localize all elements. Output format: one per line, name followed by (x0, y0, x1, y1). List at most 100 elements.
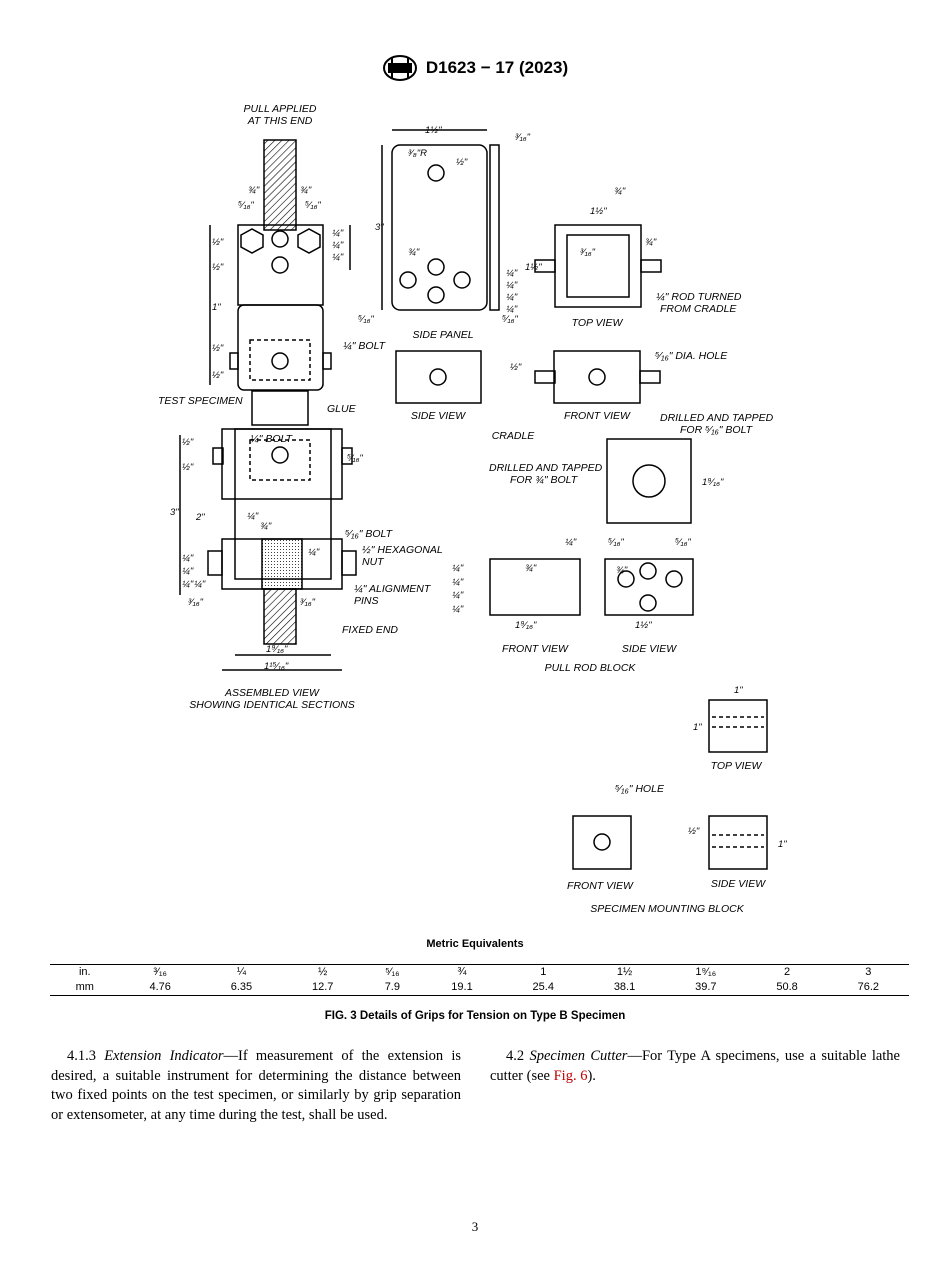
svg-text:¼" ROD TURNED: ¼" ROD TURNED (656, 291, 742, 303)
svg-text:⁵⁄₁₆" DIA. HOLE: ⁵⁄₁₆" DIA. HOLE (655, 350, 728, 362)
svg-text:½": ½" (688, 826, 700, 837)
svg-text:FOR ¾" BOLT: FOR ¾" BOLT (510, 474, 579, 486)
svg-text:FROM CRADLE: FROM CRADLE (660, 303, 737, 315)
cradle (395, 224, 662, 404)
svg-text:¼": ¼" (182, 553, 194, 564)
specimen-mounting-block (572, 699, 768, 870)
section-text: —For Type A specimens, use a suitable la… (490, 1048, 900, 1084)
fig-6-link[interactable]: Fig. 6 (553, 1067, 588, 1084)
svg-text:SIDE VIEW: SIDE VIEW (411, 410, 466, 422)
page-number: 3 (471, 1219, 479, 1234)
svg-text:SPECIMEN MOUNTING BLOCK: SPECIMEN MOUNTING BLOCK (590, 903, 744, 915)
section-text: —If measurement of the extension is desi… (51, 1048, 462, 1123)
svg-text:½": ½" (456, 157, 468, 168)
svg-text:1½": 1½" (590, 206, 607, 217)
pull-rod-block-labels: DRILLED AND TAPPED FOR ⁵⁄₁₆" BOLT DRILLE… (452, 412, 774, 674)
svg-text:½": ½" (212, 370, 224, 381)
svg-text:¼": ¼" (506, 268, 518, 279)
svg-text:2": 2" (195, 512, 205, 523)
svg-text:¼": ¼" (506, 292, 518, 303)
svg-text:½": ½" (182, 437, 194, 448)
svg-text:1": 1" (212, 302, 221, 313)
svg-text:⁵⁄₁₆" HOLE: ⁵⁄₁₆" HOLE (615, 783, 665, 795)
svg-text:¾": ¾" (645, 237, 657, 248)
svg-text:⁵⁄₁₆" BOLT: ⁵⁄₁₆" BOLT (345, 528, 394, 540)
svg-text:TOP VIEW: TOP VIEW (711, 760, 763, 772)
svg-text:½": ½" (182, 462, 194, 473)
grips-figure: PULL APPLIED AT THIS END ¼" BOLT TEST SP… (158, 103, 787, 915)
svg-text:³⁄₁₆": ³⁄₁₆" (580, 247, 596, 258)
section-4-2: 4.2 Specimen Cutter—For Type A specimens… (490, 1047, 900, 1086)
section-number: 4.1.3 (67, 1048, 96, 1064)
svg-text:NUT: NUT (362, 556, 385, 568)
svg-text:⁵⁄₁₆": ⁵⁄₁₆" (347, 453, 363, 464)
section-title: Specimen Cutter (529, 1048, 628, 1064)
svg-text:¾": ¾" (616, 565, 628, 576)
svg-text:SIDE PANEL: SIDE PANEL (412, 329, 473, 341)
assembled-view (179, 139, 357, 671)
section-title: Extension Indicator (104, 1048, 224, 1064)
svg-text:¼": ¼" (332, 240, 344, 251)
svg-text:½": ½" (212, 237, 224, 248)
svg-text:SHOWING IDENTICAL SECTIONS: SHOWING IDENTICAL SECTIONS (189, 699, 355, 711)
section-text-end: ). (587, 1067, 596, 1084)
svg-text:½": ½" (510, 362, 522, 373)
svg-text:¼" BOLT: ¼" BOLT (250, 433, 294, 445)
svg-text:FRONT VIEW: FRONT VIEW (567, 880, 634, 892)
svg-text:⁵⁄₁₆": ⁵⁄₁₆" (358, 314, 374, 325)
svg-text:SIDE VIEW: SIDE VIEW (622, 643, 677, 655)
svg-text:⁵⁄₁₆": ⁵⁄₁₆" (238, 200, 254, 211)
svg-text:SIDE VIEW: SIDE VIEW (711, 878, 766, 890)
svg-text:PULL ROD BLOCK: PULL ROD BLOCK (545, 662, 637, 674)
svg-text:³⁄₈"R: ³⁄₈"R (408, 148, 427, 159)
svg-text:FRONT VIEW: FRONT VIEW (564, 410, 631, 422)
svg-text:³⁄₁₆": ³⁄₁₆" (300, 597, 316, 608)
svg-text:¾": ¾" (248, 185, 260, 196)
side-panel (381, 129, 500, 311)
section-number: 4.2 (506, 1048, 525, 1064)
svg-text:¼": ¼" (182, 579, 194, 590)
svg-text:¼": ¼" (182, 566, 194, 577)
cradle-labels: ¾" 1½" ³⁄₁₆" 1½" ¾" ¼" ROD TURNED FROM C… (411, 186, 742, 442)
svg-text:AT THIS END: AT THIS END (247, 115, 313, 127)
svg-text:¾": ¾" (260, 521, 272, 532)
svg-text:DRILLED AND TAPPED: DRILLED AND TAPPED (660, 412, 774, 424)
side-panel-labels: 1½" ³⁄₁₆" ³⁄₈"R ½" 3" ¾" ¼" ¼" ¼" ¼" ⁵⁄₁… (358, 125, 531, 341)
svg-text:¼": ¼" (452, 577, 464, 588)
pull-rod-block (489, 438, 694, 616)
svg-text:¼": ¼" (452, 604, 464, 615)
svg-text:¼": ¼" (452, 563, 464, 574)
figure-caption: FIG. 3 Details of Grips for Tension on T… (324, 1010, 626, 1022)
svg-text:¾": ¾" (614, 186, 626, 197)
svg-text:¼": ¼" (506, 304, 518, 315)
svg-text:½": ½" (212, 262, 224, 273)
svg-text:1": 1" (693, 722, 702, 733)
svg-text:CRADLE: CRADLE (492, 430, 536, 442)
svg-text:¼": ¼" (332, 252, 344, 263)
svg-text:³⁄₁₆": ³⁄₁₆" (515, 132, 531, 143)
svg-text:TEST SPECIMEN: TEST SPECIMEN (158, 395, 243, 407)
svg-text:¼": ¼" (194, 579, 206, 590)
svg-text:1⁹⁄₁₆": 1⁹⁄₁₆" (515, 620, 537, 631)
svg-text:1": 1" (734, 685, 743, 696)
svg-text:1¹⁵⁄₁₆": 1¹⁵⁄₁₆" (264, 661, 289, 672)
svg-text:¼": ¼" (332, 228, 344, 239)
svg-text:½": ½" (212, 343, 224, 354)
assembled-labels: PULL APPLIED AT THIS END ¼" BOLT TEST SP… (158, 103, 443, 711)
section-4-1-3: 4.1.3 Extension Indicator—If measurement… (51, 1047, 461, 1125)
svg-text:3": 3" (170, 507, 179, 518)
svg-text:ASSEMBLED VIEW: ASSEMBLED VIEW (224, 687, 320, 699)
svg-text:¾": ¾" (525, 563, 537, 574)
svg-text:¼" ALIGNMENT: ¼" ALIGNMENT (354, 583, 432, 595)
svg-text:1½": 1½" (425, 125, 442, 136)
svg-text:1½": 1½" (635, 620, 652, 631)
svg-text:PINS: PINS (354, 595, 379, 607)
svg-text:⁵⁄₁₆": ⁵⁄₁₆" (502, 314, 518, 325)
svg-text:1½": 1½" (525, 262, 542, 273)
astm-logo-icon (382, 55, 417, 81)
mounting-block-labels: 1" 1" TOP VIEW ⁵⁄₁₆" HOLE ½" 1" FRONT VI… (567, 685, 787, 915)
svg-text:DRILLED AND TAPPED: DRILLED AND TAPPED (489, 462, 603, 474)
